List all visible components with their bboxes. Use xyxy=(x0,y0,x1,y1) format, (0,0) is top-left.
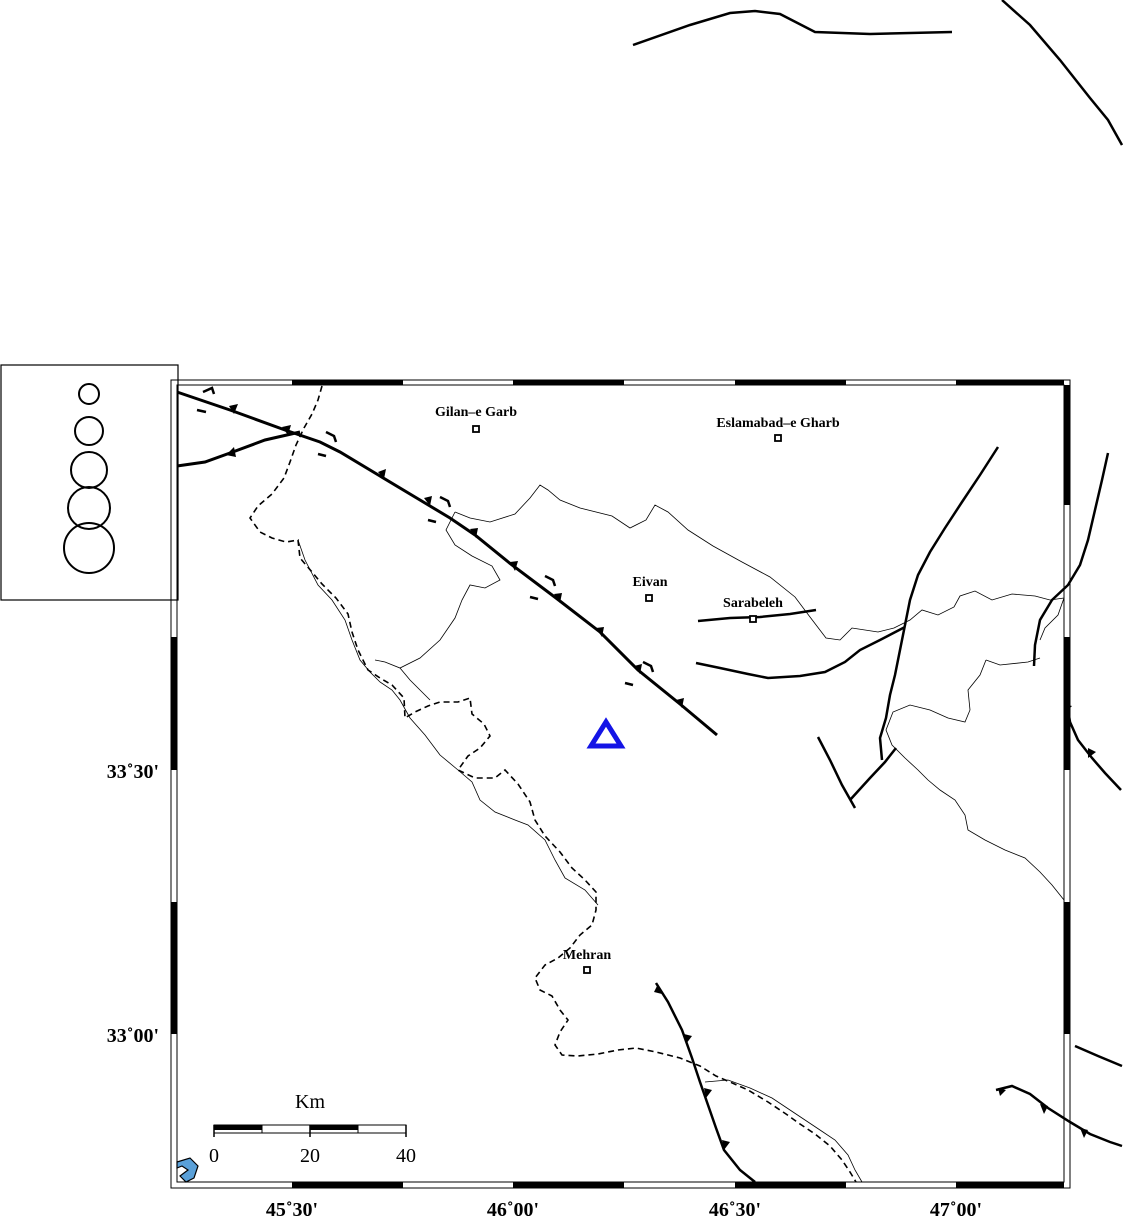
city-label: Gilan–e Garb xyxy=(435,405,517,420)
lon-label: 47˚00' xyxy=(930,1199,982,1219)
legend-circle-2 xyxy=(74,416,104,446)
longitude-labels: 45˚30' 46˚00' 46˚30' 47˚00' xyxy=(266,1199,982,1219)
legend-circle-5 xyxy=(63,522,115,574)
main-thrust-fault xyxy=(176,386,718,737)
strike-slip-arrows xyxy=(196,386,655,687)
scale-bar: Km 0 20 40 xyxy=(209,1091,416,1167)
frame-left-ticks xyxy=(171,637,177,1034)
lon-label: 46˚00' xyxy=(487,1199,539,1219)
lat-label: 33˚30' xyxy=(107,761,159,783)
water-body xyxy=(176,1157,199,1183)
fault-teeth xyxy=(654,704,1096,1150)
thrust-teeth xyxy=(226,404,684,708)
magnitude-legend xyxy=(0,364,179,601)
station-triangle[interactable] xyxy=(586,717,626,749)
city-label: Mehran xyxy=(563,948,611,963)
scale-label-40: 40 xyxy=(396,1145,416,1167)
city-eslamabad-e-gharb[interactable]: Eslamabad–e Gharb xyxy=(716,416,840,442)
city-mehran[interactable]: Mehran xyxy=(563,948,611,974)
lon-label: 45˚30' xyxy=(266,1199,318,1219)
city-label: Eivan xyxy=(632,575,667,590)
rivers xyxy=(297,484,1065,1183)
scale-label-0: 0 xyxy=(209,1145,219,1167)
city-label: Sarabeleh xyxy=(723,596,783,611)
city-markers: Gilan–e Garb Eslamabad–e Gharb Eivan Sar… xyxy=(435,405,840,974)
latitude-labels: 33˚30' 33˚00' xyxy=(107,761,159,1047)
city-sarabeleh[interactable]: Sarabeleh xyxy=(723,596,783,623)
scale-bar-title: Km xyxy=(295,1091,325,1113)
lon-label: 46˚30' xyxy=(709,1199,761,1219)
frame-top-ticks xyxy=(292,380,1064,385)
city-label: Eslamabad–e Gharb xyxy=(716,416,840,431)
lat-label: 33˚00' xyxy=(107,1025,159,1047)
faults xyxy=(654,446,1123,1183)
legend-circle-4 xyxy=(67,486,111,530)
outer-fault-lines xyxy=(632,0,1123,146)
international-border xyxy=(249,385,857,1183)
city-gilan-e-garb[interactable]: Gilan–e Garb xyxy=(435,405,517,433)
scale-label-20: 20 xyxy=(300,1145,320,1167)
legend-circle-1 xyxy=(78,383,100,405)
city-eivan[interactable]: Eivan xyxy=(632,575,668,602)
map-frame xyxy=(170,379,1071,1189)
frame-bottom-ticks xyxy=(292,1182,1064,1188)
